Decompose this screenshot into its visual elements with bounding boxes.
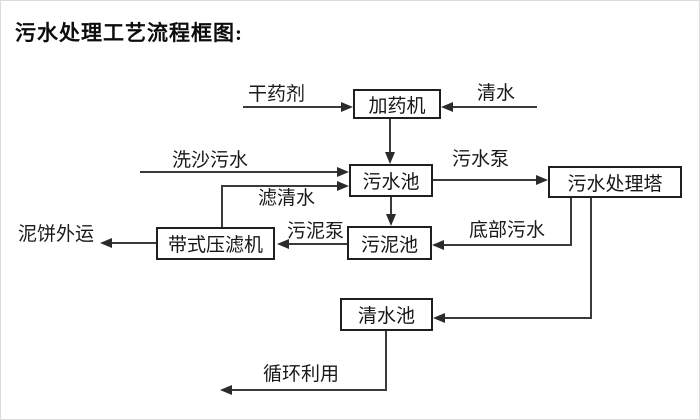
label-mud-cake-shipped: 泥饼外运 [18,224,95,245]
page-title: 污水处理工艺流程框图: [15,21,243,45]
label-dry-agent: 干药剂 [248,84,306,105]
arrowhead-tower-to-clean [433,313,445,323]
line-bottom-sewage-drop [570,198,572,246]
line-tower-to-clean [445,317,592,319]
line-filtered-riser [221,185,223,227]
label-recycling: 循环利用 [263,364,340,385]
arrowhead-dry-agent [341,102,353,112]
line-recycle [232,389,387,391]
arrowhead-recycle [220,385,232,395]
node-dosing-machine: 加药机 [353,89,441,119]
line-clean-water [452,106,537,108]
line-mud-cake [112,242,156,244]
arrowhead-clean-water [441,102,453,112]
line-recycle-drop [385,331,387,391]
label-sewage-pump: 污水泵 [452,149,510,170]
label-clean-water: 清水 [477,83,516,104]
arrowhead-sewage-pump [536,175,548,185]
line-tower-to-clean-drop [590,198,592,319]
line-filtered-water [221,185,338,187]
node-treatment-tower: 污水处理塔 [548,166,682,198]
line-sand-wash [140,171,338,173]
line-dry-agent [243,106,342,108]
line-sewage-to-sludge [390,197,392,215]
node-sewage-pool: 污水池 [349,164,433,197]
arrowhead-mud-cake [100,238,112,248]
line-sludge-pump [289,243,347,245]
line-sewage-pump [433,179,536,181]
node-sludge-pool: 污泥池 [347,226,432,260]
arrowhead-filtered-water [337,181,349,191]
label-filtered-water: 滤清水 [258,188,316,209]
node-clean-water-pool: 清水池 [340,298,433,331]
label-bottom-sewage: 底部污水 [469,220,546,241]
arrowhead-dosing-to-sewage [385,152,395,164]
label-sand-wash-sewage: 洗沙污水 [172,150,249,171]
arrowhead-sewage-to-sludge [386,214,396,226]
arrowhead-sludge-pump [277,239,289,249]
arrowhead-bottom-sewage [432,240,444,250]
node-belt-filter-press: 带式压滤机 [156,227,275,260]
label-sludge-pump: 污泥泵 [287,221,345,242]
line-dosing-to-sewage [389,119,391,153]
line-bottom-sewage [444,244,572,246]
arrowhead-sand-wash [337,167,349,177]
